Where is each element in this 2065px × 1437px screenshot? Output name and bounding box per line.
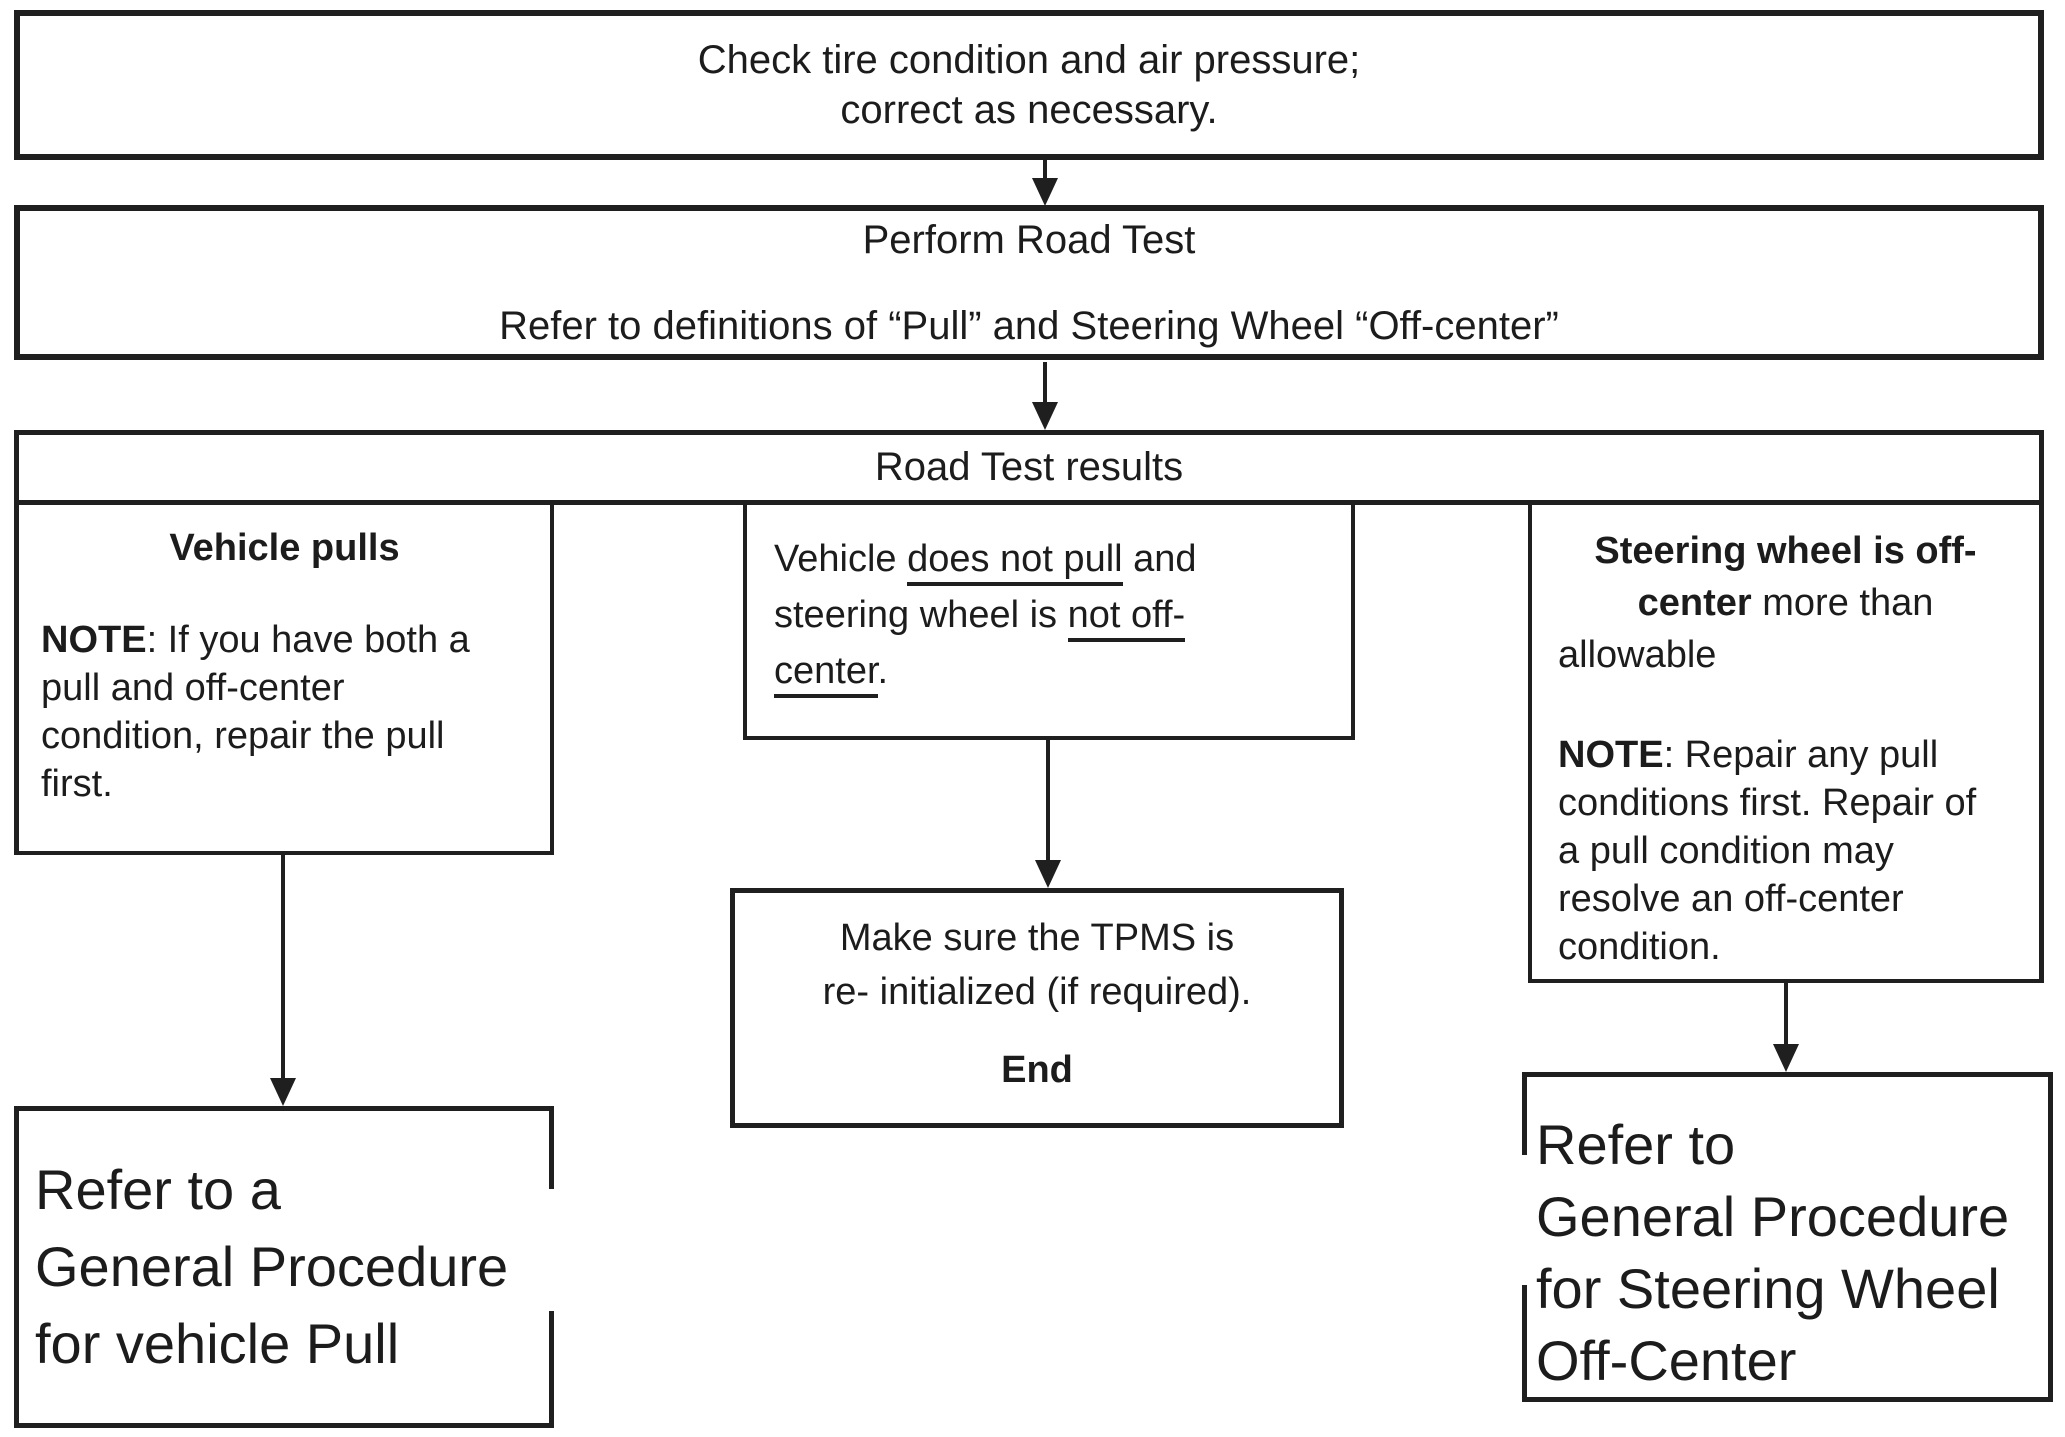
arrow-shaft [281, 855, 285, 1082]
no-pull-line1: Vehicle does not pull and [774, 531, 1351, 587]
box-refer-steering-off-center: Refer to General Procedure for Steering … [1522, 1072, 2053, 1402]
road-test-line2: Refer to definitions of “Pull” and Steer… [499, 303, 1559, 348]
note-label: NOTE [1558, 734, 1664, 776]
box-road-test-results: Road Test results [14, 430, 2044, 505]
vehicle-pulls-note: NOTE: If you have both a pull and off-ce… [41, 616, 491, 808]
tpms-line1: Make sure the TPMS is [839, 917, 1235, 959]
note-label: NOTE [41, 619, 147, 661]
off-center-allowable: allowable [1558, 634, 1717, 676]
box-vehicle-pulls: Vehicle pulls NOTE: If you have both a p… [14, 505, 554, 855]
arrow-down-icon [1773, 1044, 1799, 1072]
no-pull-line2: steering wheel is not off- [774, 587, 1351, 643]
no-pull-line3: center. [774, 643, 1351, 699]
arrow-down-icon [1032, 178, 1058, 206]
refer-oc-line4: Off-Center [1536, 1329, 1797, 1392]
no-pull-text: Vehicle does not pull and steering wheel… [774, 531, 1351, 699]
refer-oc-line2: General Procedure [1536, 1185, 2010, 1248]
border-stub [1522, 1077, 1527, 1155]
border-stub [549, 1311, 554, 1423]
arrow-down-icon [1032, 402, 1058, 430]
box-refer-vehicle-pull: Refer to a General Procedure for vehicle… [14, 1106, 554, 1428]
arrow-shaft [1784, 983, 1788, 1048]
refer-pull-line2: General Procedure [35, 1235, 509, 1298]
end-label: End [1001, 1049, 1073, 1091]
off-center-note: NOTE: Repair any pull conditions first. … [1558, 731, 1988, 971]
refer-oc-line3: for Steering Wheel [1536, 1257, 2000, 1320]
results-title: Road Test results [874, 445, 1184, 489]
border-stub [549, 1111, 554, 1189]
note-body: : If you have both a pull and off-center… [41, 619, 470, 805]
arrow-pulls-to-refer [270, 855, 296, 1106]
arrow-nopull-to-tpms [1035, 740, 1061, 888]
border-stub [1522, 1285, 1527, 1397]
road-test-line1: Perform Road Test [862, 217, 1196, 262]
check-tire-line1: Check tire condition and air pressure; [697, 38, 1361, 82]
box-tpms-end: Make sure the TPMS is re- initialized (i… [730, 888, 1344, 1128]
arrow-shaft [1043, 362, 1047, 406]
box-vehicle-does-not-pull: Vehicle does not pull and steering wheel… [743, 505, 1355, 740]
box-check-tire-condition: Check tire condition and air pressure; c… [14, 10, 2044, 160]
off-center-heading: Steering wheel is off-center more than [1594, 530, 1977, 624]
note-body: : Repair any pull conditions first. Repa… [1558, 734, 1977, 968]
refer-pull-line3: for vehicle Pull [35, 1312, 400, 1375]
box-perform-road-test: Perform Road Test Refer to definitions o… [14, 205, 2044, 360]
arrow-check-to-roadtest [1032, 160, 1058, 206]
vehicle-pulls-title: Vehicle pulls [169, 527, 400, 569]
arrow-shaft [1043, 160, 1047, 182]
box-steering-off-center: Steering wheel is off-center more than a… [1528, 505, 2044, 983]
arrow-down-icon [270, 1078, 296, 1106]
arrow-shaft [1046, 740, 1050, 864]
arrow-offcenter-to-refer [1773, 983, 1799, 1072]
arrow-roadtest-to-results [1032, 362, 1058, 430]
arrow-down-icon [1035, 860, 1061, 888]
check-tire-line2: correct as necessary. [840, 88, 1218, 132]
refer-pull-line1: Refer to a [35, 1158, 281, 1221]
tpms-line2: re- initialized (if required). [822, 971, 1252, 1013]
refer-oc-line1: Refer to [1536, 1113, 1736, 1176]
